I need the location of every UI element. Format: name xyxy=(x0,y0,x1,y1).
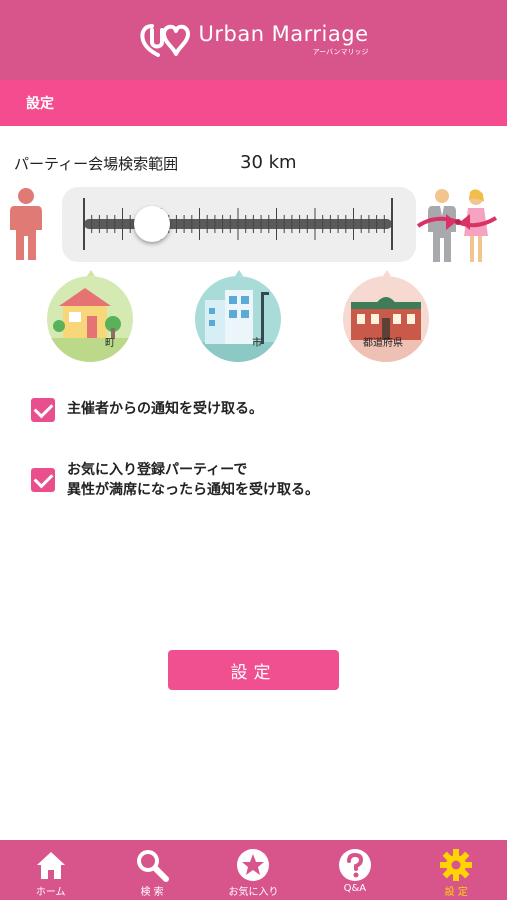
organizer-notification-text: 主催者からの通知を受け取る。 xyxy=(67,401,263,417)
organizer-notification-option[interactable]: 主催者からの通知を受け取る。 xyxy=(31,398,263,422)
full-party-notification-checkbox[interactable] xyxy=(31,468,55,492)
area-prefecture: 都道府県 xyxy=(343,270,429,362)
save-settings-button[interactable]: 設定 xyxy=(168,650,339,690)
slider-track[interactable] xyxy=(62,187,416,262)
search-range-value: 30 km xyxy=(240,152,297,173)
question-icon xyxy=(338,849,371,881)
area-city: 市 xyxy=(195,270,281,362)
nav-home[interactable]: ホーム xyxy=(0,840,101,900)
logo-subtext: アーバンマリッジ xyxy=(312,47,369,56)
full-party-notification-line1: お気に入り登録パーティーで xyxy=(67,462,248,478)
logo-text: Urban Marriage xyxy=(198,21,369,46)
gear-icon xyxy=(440,849,473,881)
bottom-navigation: ホーム 検 索 お気に入り Q&A xyxy=(0,840,507,900)
nav-search[interactable]: 検 索 xyxy=(102,840,203,900)
search-range-label: パーティー会場検索範囲 xyxy=(14,155,179,173)
full-party-notification-text: お気に入り登録パーティーで 異性が満席になったら通知を受け取る。 xyxy=(67,460,319,500)
app-logo: Urban Marriage アーバンマリッジ xyxy=(138,20,369,60)
nav-favorites-label: お気に入り xyxy=(228,887,279,898)
city-building-icon xyxy=(195,290,281,362)
page-title: 設定 xyxy=(26,96,54,112)
nav-qa-label: Q&A xyxy=(343,883,367,894)
area-prefecture-label: 都道府県 xyxy=(363,338,403,349)
prefecture-hall-icon xyxy=(343,297,429,362)
couple-ribbon-icon xyxy=(416,189,498,262)
single-man-icon xyxy=(10,188,42,260)
area-city-label: 市 xyxy=(252,338,262,349)
nav-settings-label: 設 定 xyxy=(444,887,468,898)
area-town: 町 xyxy=(47,270,133,362)
slider-thumb[interactable] xyxy=(133,206,170,242)
organizer-notification-checkbox[interactable] xyxy=(31,398,55,422)
full-party-notification-line2: 異性が満席になったら通知を受け取る。 xyxy=(67,482,319,498)
page-title-bar: 設定 xyxy=(0,80,507,126)
nav-settings[interactable]: 設 定 xyxy=(406,840,507,900)
nav-home-label: ホーム xyxy=(35,887,66,898)
town-house-icon xyxy=(47,288,133,362)
nav-favorites[interactable]: お気に入り xyxy=(203,840,304,900)
heart-logo-icon xyxy=(140,24,191,57)
nav-search-label: 検 索 xyxy=(140,887,164,898)
star-icon xyxy=(237,849,270,881)
home-icon xyxy=(36,852,65,879)
full-party-notification-option[interactable]: お気に入り登録パーティーで 異性が満席になったら通知を受け取る。 xyxy=(31,460,319,500)
search-icon xyxy=(137,850,170,882)
search-range-slider[interactable] xyxy=(62,187,416,262)
app-header: Urban Marriage アーバンマリッジ xyxy=(0,0,507,80)
nav-qa[interactable]: Q&A xyxy=(304,840,405,900)
area-town-label: 町 xyxy=(105,338,115,349)
